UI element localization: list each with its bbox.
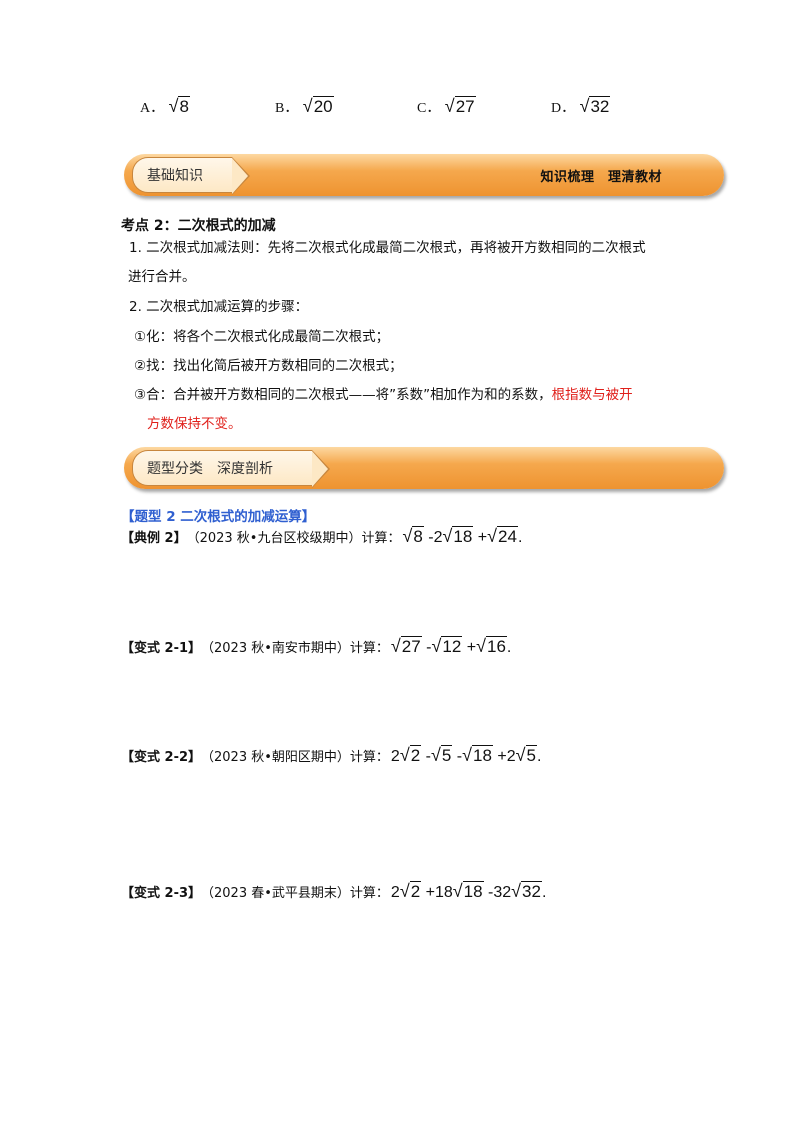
- variant-2-1: 【变式 2-1】 （2023 秋•南安市期中）计算： √27 -√12 +√16…: [121, 636, 511, 657]
- rule-1-line-a: 1. 二次根式加减法则：先将二次根式化成最简二次根式，再将被开方数相同的二次根式: [129, 240, 646, 256]
- type-title: 【题型 2 二次根式的加减运算】: [121, 509, 316, 525]
- variant-2-3: 【变式 2-3】 （2023 春•武平县期末）计算： 2√2 +18√18 -3…: [121, 881, 546, 902]
- option-b: B． √20: [275, 96, 334, 117]
- question-types-banner: 题型分类 深度剖析: [124, 447, 724, 489]
- math-expression: 2√2 +18√18 -32√32.: [390, 881, 547, 901]
- example-source: （2023 春•武平县期末）计算：: [201, 886, 389, 901]
- step-2: ②找：找出化简后被开方数相同的二次根式；: [134, 358, 403, 374]
- example-label: 【变式 2-2】: [121, 750, 202, 765]
- example-source: （2023 秋•九台区校级期中）计算：: [186, 531, 401, 546]
- example-label: 【变式 2-1】: [121, 641, 202, 656]
- option-a: A． √8: [140, 96, 190, 117]
- banner-subtitle: 知识梳理 理清教材: [540, 170, 662, 185]
- option-letter: A．: [140, 101, 165, 116]
- banner-tag: 题型分类 深度剖析: [132, 450, 330, 488]
- math-expression: √27 -√12 +√16.: [390, 636, 512, 656]
- rule-1-line-b: 进行合并。: [128, 269, 196, 285]
- sqrt-expression: √8: [168, 96, 190, 116]
- variant-2-2: 【变式 2-2】 （2023 秋•朝阳区期中）计算： 2√2 -√5 -√18 …: [121, 745, 541, 766]
- math-expression: 2√2 -√5 -√18 +2√5.: [390, 745, 542, 765]
- option-letter: C．: [417, 101, 441, 116]
- example-label: 【变式 2-3】: [121, 886, 202, 901]
- sqrt-expression: √27: [444, 96, 476, 116]
- section-title: 考点 2：二次根式的加减: [121, 218, 276, 234]
- option-d: D． √32: [551, 96, 611, 117]
- option-letter: D．: [551, 101, 576, 116]
- example-source: （2023 秋•朝阳区期中）计算：: [201, 750, 389, 765]
- option-letter: B．: [275, 101, 299, 116]
- rule-2: 2. 二次根式加减运算的步骤：: [129, 299, 309, 315]
- step-3: ③合：合并被开方数相同的二次根式——将”系数”相加作为和的系数，根指数与被开: [134, 383, 633, 403]
- step-3-highlight-cont: 方数保持不变。: [147, 416, 242, 432]
- example-source: （2023 秋•南安市期中）计算：: [201, 641, 389, 656]
- option-c: C． √27: [417, 96, 476, 117]
- step-3-text: ③合：合并被开方数相同的二次根式——将”系数”相加作为和的系数，: [134, 387, 552, 403]
- math-expression: √8 -2√18 +√24.: [402, 526, 523, 546]
- example-label: 【典例 2】: [121, 531, 187, 546]
- sqrt-expression: √32: [579, 96, 611, 116]
- banner-tag: 基础知识: [132, 157, 250, 195]
- sqrt-expression: √20: [302, 96, 334, 116]
- basic-knowledge-banner: 基础知识 知识梳理 理清教材: [124, 154, 724, 196]
- step-1: ①化：将各个二次根式化成最简二次根式；: [134, 329, 390, 345]
- step-3-highlight: 根指数与被开: [551, 387, 633, 403]
- example-2: 【典例 2】 （2023 秋•九台区校级期中）计算： √8 -2√18 +√24…: [121, 526, 522, 547]
